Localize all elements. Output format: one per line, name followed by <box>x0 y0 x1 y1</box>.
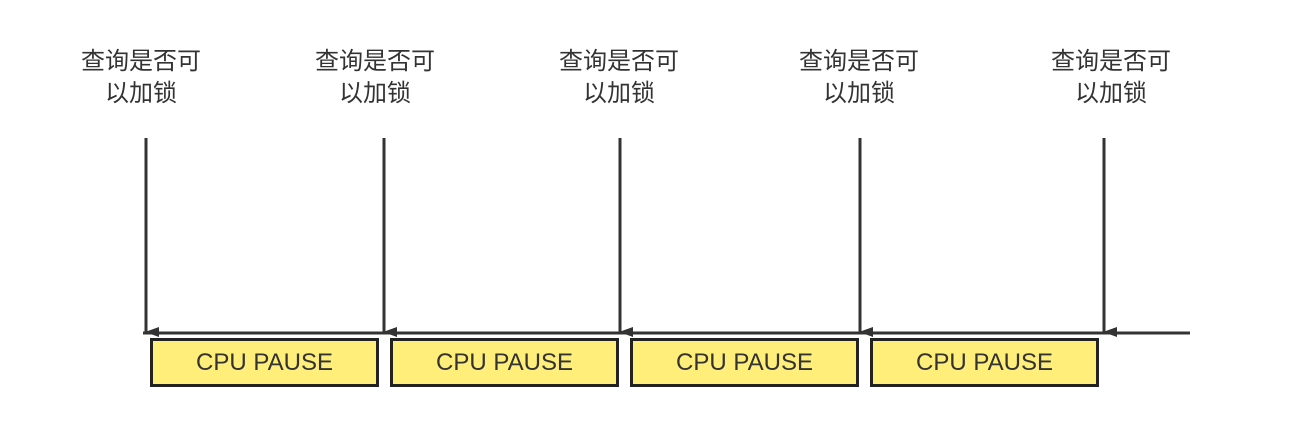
query-label: 查询是否可 以加锁 <box>779 45 939 109</box>
cpu-pause-box: CPU PAUSE <box>150 338 379 387</box>
query-label-line2: 以加锁 <box>1075 79 1147 107</box>
query-label-line2: 以加锁 <box>823 79 895 107</box>
cpu-pause-box: CPU PAUSE <box>870 338 1099 387</box>
query-label-line2: 以加锁 <box>105 79 177 107</box>
cpu-pause-label: CPU PAUSE <box>916 348 1053 376</box>
query-label: 查询是否可 以加锁 <box>61 45 221 109</box>
query-label-line1: 查询是否可 <box>799 47 919 75</box>
query-label-line1: 查询是否可 <box>315 47 435 75</box>
query-label-line1: 查询是否可 <box>81 47 201 75</box>
cpu-pause-label: CPU PAUSE <box>676 348 813 376</box>
query-label: 查询是否可 以加锁 <box>1031 45 1191 109</box>
query-label-line2: 以加锁 <box>583 79 655 107</box>
cpu-pause-label: CPU PAUSE <box>436 348 573 376</box>
cpu-pause-box: CPU PAUSE <box>630 338 859 387</box>
query-label-line2: 以加锁 <box>339 79 411 107</box>
query-label-line1: 查询是否可 <box>559 47 679 75</box>
query-label: 查询是否可 以加锁 <box>295 45 455 109</box>
query-label-line1: 查询是否可 <box>1051 47 1171 75</box>
query-label: 查询是否可 以加锁 <box>539 45 699 109</box>
cpu-pause-label: CPU PAUSE <box>196 348 333 376</box>
cpu-pause-box: CPU PAUSE <box>390 338 619 387</box>
